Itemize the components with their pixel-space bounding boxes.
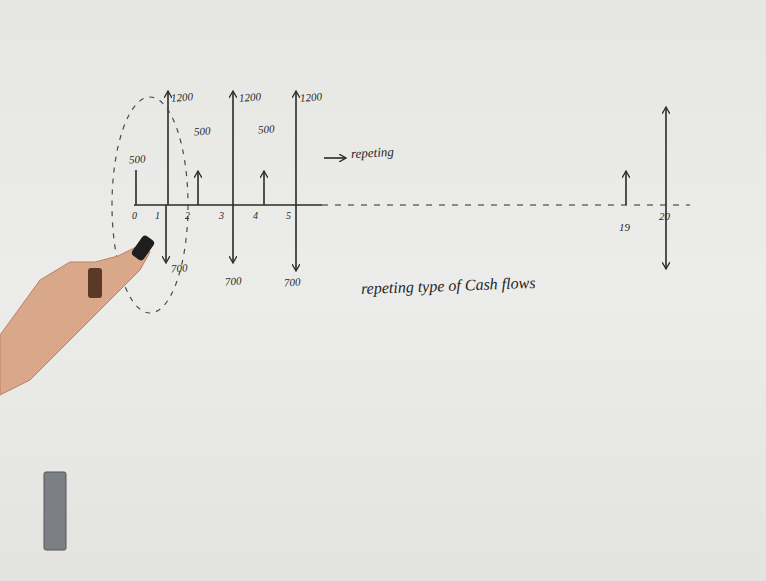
inflow-arrow [197, 172, 199, 205]
period-number: 2 [184, 211, 191, 221]
amount-label: 500 [257, 123, 276, 135]
note-text: repeting [350, 145, 395, 160]
cash-flow-stem [135, 170, 137, 205]
period-number: 1 [154, 211, 161, 221]
inflow-arrow [232, 92, 234, 205]
outflow-arrow [165, 205, 167, 262]
inflow-arrow [263, 172, 265, 205]
period-number: 4 [252, 211, 259, 221]
time-axis-dashed [322, 204, 690, 206]
inflow-arrow [625, 172, 627, 205]
amount-label: 1200 [299, 91, 324, 104]
inflow-arrow [295, 92, 297, 205]
time-axis [134, 204, 322, 206]
period-number: 20 [658, 211, 671, 222]
period-number: 19 [618, 222, 631, 233]
outflow-arrow [295, 205, 297, 270]
amount-label: 700 [170, 262, 189, 274]
pointer-arrow [324, 157, 345, 159]
amount-label: 1200 [170, 91, 195, 104]
outflow-arrow [232, 205, 234, 262]
amount-label: 500 [128, 153, 147, 165]
period-number: 0 [131, 211, 138, 221]
eraser [44, 472, 66, 550]
period-number: 5 [285, 211, 292, 221]
amount-label: 500 [193, 125, 212, 137]
note-text: repeting type of Cash flows [360, 275, 537, 297]
amount-label: 1200 [238, 91, 263, 104]
amount-label: 700 [283, 276, 302, 288]
period-number: 3 [218, 211, 225, 221]
amount-label: 700 [224, 275, 243, 287]
hand [0, 234, 156, 395]
inflow-arrow [665, 108, 667, 205]
